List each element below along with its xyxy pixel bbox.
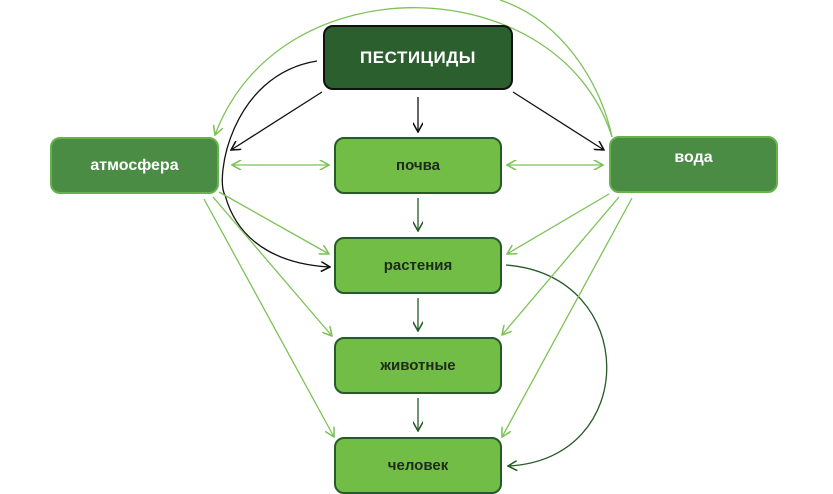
water-node: вода: [609, 136, 778, 193]
plants-node: растения: [334, 237, 502, 294]
pesticides-label: ПЕСТИЦИДЫ: [360, 47, 476, 67]
arrow-water-to-atmosphere: [215, 7, 613, 138]
atmosphere-node: атмосфера: [50, 137, 219, 194]
connections-layer: [203, 0, 633, 474]
arrow-atmosphere-to-animals: [212, 196, 332, 336]
pesticides-node: ПЕСТИЦИДЫ: [323, 25, 513, 90]
water-label: вода: [674, 148, 713, 166]
plants-label: растения: [383, 257, 453, 274]
animals-node: животные: [334, 337, 502, 394]
arrow-pesticides-to-water: [512, 91, 604, 150]
arrow-water-to-plants: [507, 193, 610, 254]
arrow-water-to-animals: [502, 196, 620, 335]
animals-label: животные: [380, 357, 456, 374]
arc-right: [499, 0, 613, 138]
arrow-pesticides-to-plants: [221, 60, 330, 267]
arrow-plants-to-human: [505, 264, 608, 466]
arrow-water-to-human: [502, 197, 633, 437]
human-label: человек: [387, 457, 449, 474]
arrow-atmosphere-to-plants: [218, 191, 329, 254]
soil-node: почва: [334, 137, 502, 194]
atmosphere-label: атмосфера: [90, 156, 179, 174]
arrow-pesticides-to-atmosphere: [231, 91, 323, 150]
human-node: человек: [334, 437, 502, 494]
soil-label: почва: [396, 157, 440, 174]
arrow-atmosphere-to-human: [203, 198, 334, 437]
